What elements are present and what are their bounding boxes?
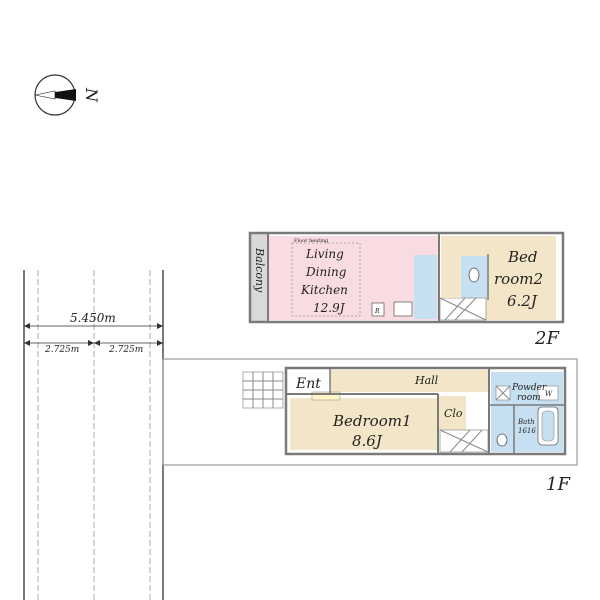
- powder-room-label-line1: Powder: [511, 383, 547, 393]
- hall-label: Hall: [414, 374, 439, 387]
- bedroom1-room: [290, 398, 438, 450]
- ldk-label-line1: Living: [305, 247, 344, 261]
- fridge-box: [371, 302, 385, 317]
- sink-box: [393, 301, 413, 317]
- fridge-label: R: [374, 308, 380, 315]
- ldk-size: 12.9J: [313, 301, 346, 315]
- ldk-label-line2: Dining: [305, 265, 347, 279]
- balcony-label: Balcony: [253, 247, 266, 293]
- dimension-total: 5.450m: [70, 311, 116, 325]
- washer-label: W: [545, 390, 553, 398]
- hall-area: [286, 370, 488, 392]
- bedroom2-size: 6.2J: [507, 292, 538, 310]
- ldk-label-line3: Kitchen: [300, 283, 348, 297]
- toilet-bowl-1f: [496, 433, 508, 447]
- ldk-room: [268, 236, 438, 320]
- toilet-bowl-2f: [468, 267, 480, 283]
- closet-label: Clo: [444, 407, 463, 420]
- entrance-label: Ent: [295, 376, 321, 392]
- floor2-plan: [248, 231, 565, 324]
- compass-rose: N: [34, 74, 101, 116]
- kitchen-counter: [414, 255, 437, 319]
- floor-heating-label: Floor heating: [294, 238, 329, 244]
- bedroom1-label: Bedroom1: [332, 412, 412, 430]
- bath-label-line1: Bath: [517, 418, 535, 426]
- bedroom2-label-line1: Bed: [507, 248, 538, 266]
- bath-label-line2: 1616: [518, 427, 536, 435]
- floor1-labels: Ent Hall Bedroom1 8.6J Clo Powder room W…: [295, 374, 571, 495]
- floor1-plan: [242, 366, 567, 456]
- floor1-label: 1F: [546, 474, 571, 495]
- bedroom1-size: 8.6J: [352, 432, 383, 450]
- floor2-labels: Balcony Floor heating Living Dining Kitc…: [253, 238, 560, 349]
- powder-room-label-line2: room: [517, 393, 541, 403]
- balcony-area: [250, 233, 268, 321]
- compass-north-label: N: [82, 87, 101, 103]
- road-lines: [23, 270, 164, 600]
- closet-area: [438, 396, 466, 430]
- floor2-label: 2F: [534, 328, 560, 349]
- site-boundary: [162, 358, 578, 466]
- entrance-area: [286, 370, 330, 392]
- dimension-lines: 5.450m 2.725m 2.725m: [24, 311, 163, 355]
- dimension-left: 2.725m: [44, 345, 79, 355]
- dimension-right: 2.725m: [108, 345, 143, 355]
- bedroom2-label-line2: room2: [494, 270, 543, 288]
